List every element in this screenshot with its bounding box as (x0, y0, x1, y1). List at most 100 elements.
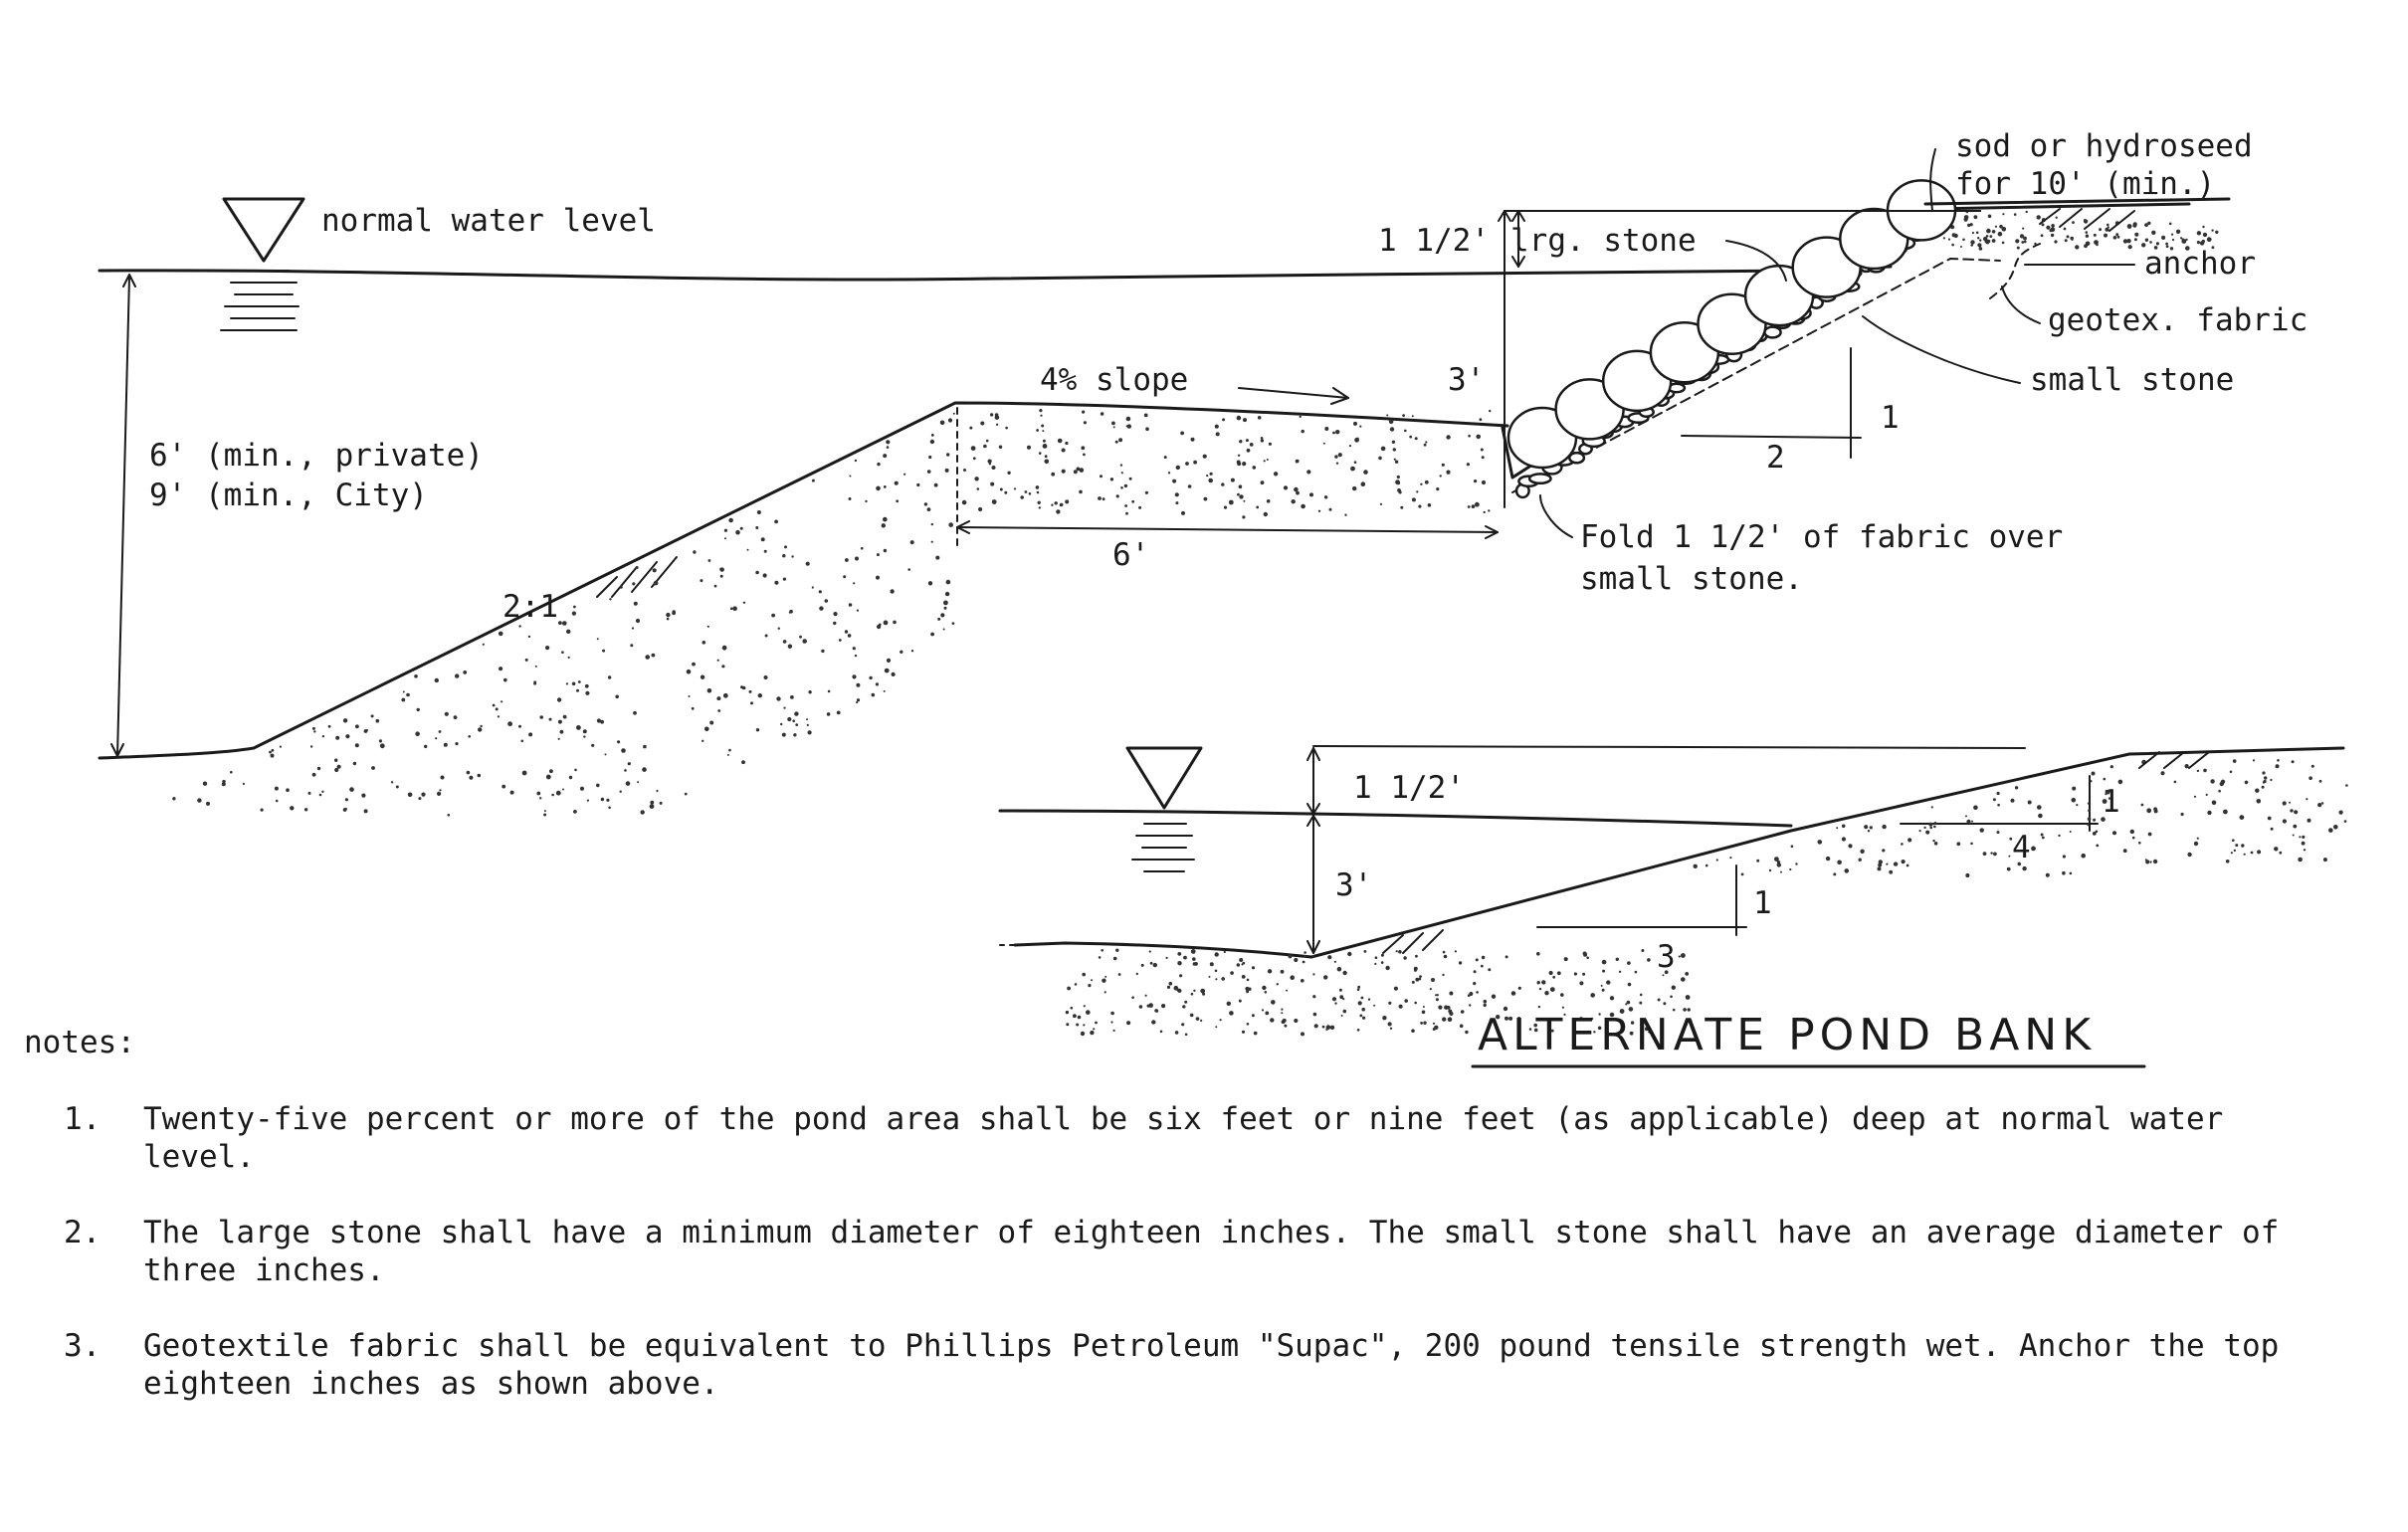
soil-dot (1082, 972, 1086, 977)
soil-dot (2096, 844, 2100, 848)
soil-dot (2036, 215, 2041, 220)
soil-dot (794, 711, 799, 716)
soil-dot (453, 715, 458, 719)
soil-dot (2127, 245, 2132, 250)
geotextile-fabric (1511, 258, 2001, 493)
soil-dot (1960, 246, 1962, 248)
soil-dot (1151, 1020, 1156, 1025)
soil-dot (704, 726, 709, 732)
soil-dot (1042, 430, 1045, 433)
soil-dot (883, 485, 887, 488)
soil-dot (1214, 969, 1218, 973)
soil-dot (1882, 824, 1887, 830)
soil-dot (576, 725, 581, 730)
soil-dot (1586, 956, 1589, 960)
soil-dot (565, 682, 569, 685)
soil-dot (2001, 227, 2007, 232)
soil-dot (1065, 441, 1069, 446)
soil-dot (1322, 442, 1325, 445)
soil-dot (1469, 992, 1474, 996)
soil-dot (1338, 988, 1342, 992)
soil-dot (886, 440, 891, 445)
soil-dot (625, 781, 631, 786)
soil-dot (2092, 832, 2097, 836)
soil-dot (1989, 235, 1993, 239)
soil-dot (2256, 799, 2262, 804)
soil-dot (1997, 231, 2003, 237)
soil-dot (2219, 781, 2224, 787)
soil-dot (1333, 960, 1336, 963)
soil-dot (1183, 955, 1187, 960)
soil-dot (1476, 991, 1479, 994)
soil-dot (2140, 803, 2144, 807)
soil-dot (455, 742, 459, 746)
soil-dot (849, 475, 852, 478)
soil-dot (1454, 950, 1457, 953)
soil-dot (2149, 861, 2152, 863)
soil-dot (551, 793, 554, 797)
soil-dot (1135, 972, 1139, 976)
soil-dot (686, 669, 692, 674)
soil-dot (1975, 231, 1979, 235)
soil-dot (354, 743, 359, 748)
soil-dot (1860, 849, 1865, 854)
soil-dot (543, 813, 547, 817)
soil-dot (582, 729, 587, 734)
soil-dot (1690, 1020, 1693, 1023)
soil-dot (856, 698, 861, 702)
soil-dot (1533, 1028, 1538, 1033)
soil-dot (1283, 485, 1289, 490)
soil-dot (719, 567, 722, 571)
soil-dot (2299, 836, 2302, 839)
soil-dot (1044, 455, 1048, 459)
soil-dot (2129, 829, 2134, 835)
soil-dot (548, 717, 552, 721)
soil-dot (1671, 985, 1677, 990)
soil-dot (2270, 827, 2274, 831)
soil-dot (916, 482, 920, 487)
soil-dot (876, 624, 882, 630)
soil-dot (1131, 499, 1135, 503)
soil-dot (1112, 956, 1117, 961)
soil-dot (1930, 806, 1933, 809)
soil-dot (645, 655, 650, 660)
soil-dot (1057, 438, 1063, 444)
soil-dot (1538, 987, 1542, 991)
soil-dot (1090, 1030, 1095, 1036)
soil-dot (1505, 955, 1508, 959)
soil-dot (416, 707, 420, 712)
soil-dot (1977, 237, 1980, 240)
soil-dot (1007, 471, 1011, 475)
soil-dot (1413, 968, 1417, 972)
soil-dot (1678, 955, 1681, 958)
soil-dot (990, 481, 995, 486)
soil-dot (2105, 793, 2107, 796)
soil-dot (1359, 425, 1362, 428)
soil-dot (1481, 479, 1487, 485)
soil-dot (2009, 837, 2013, 841)
soil-dot (1536, 952, 1540, 956)
soil-dot (1877, 866, 1882, 871)
soil-dot (2071, 797, 2077, 803)
soil-dot (1342, 1009, 1347, 1014)
soil-dot (1100, 475, 1103, 479)
soil-dot (972, 457, 976, 461)
soil-dot (562, 714, 567, 719)
soil-dot (549, 769, 553, 774)
soil-dot (344, 807, 347, 811)
main-pond-section: normal water level 6' (min., private) 9'… (98, 128, 2308, 817)
soil-dot (790, 695, 794, 699)
soil-dot (1042, 439, 1046, 443)
soil-dot (507, 721, 512, 727)
soil-dot (1246, 448, 1251, 453)
soil-dot (1469, 1004, 1472, 1007)
soil-dot (1421, 1010, 1426, 1015)
soil-dot (852, 647, 856, 651)
soil-dot (1073, 1014, 1077, 1019)
soil-dot (792, 719, 795, 722)
small-stone-label: small stone (2030, 362, 2234, 398)
soil-dot (1294, 1018, 1299, 1024)
soil-dot (1729, 857, 1732, 860)
soil-dot (1923, 826, 1926, 830)
soil-dot (2122, 849, 2127, 854)
